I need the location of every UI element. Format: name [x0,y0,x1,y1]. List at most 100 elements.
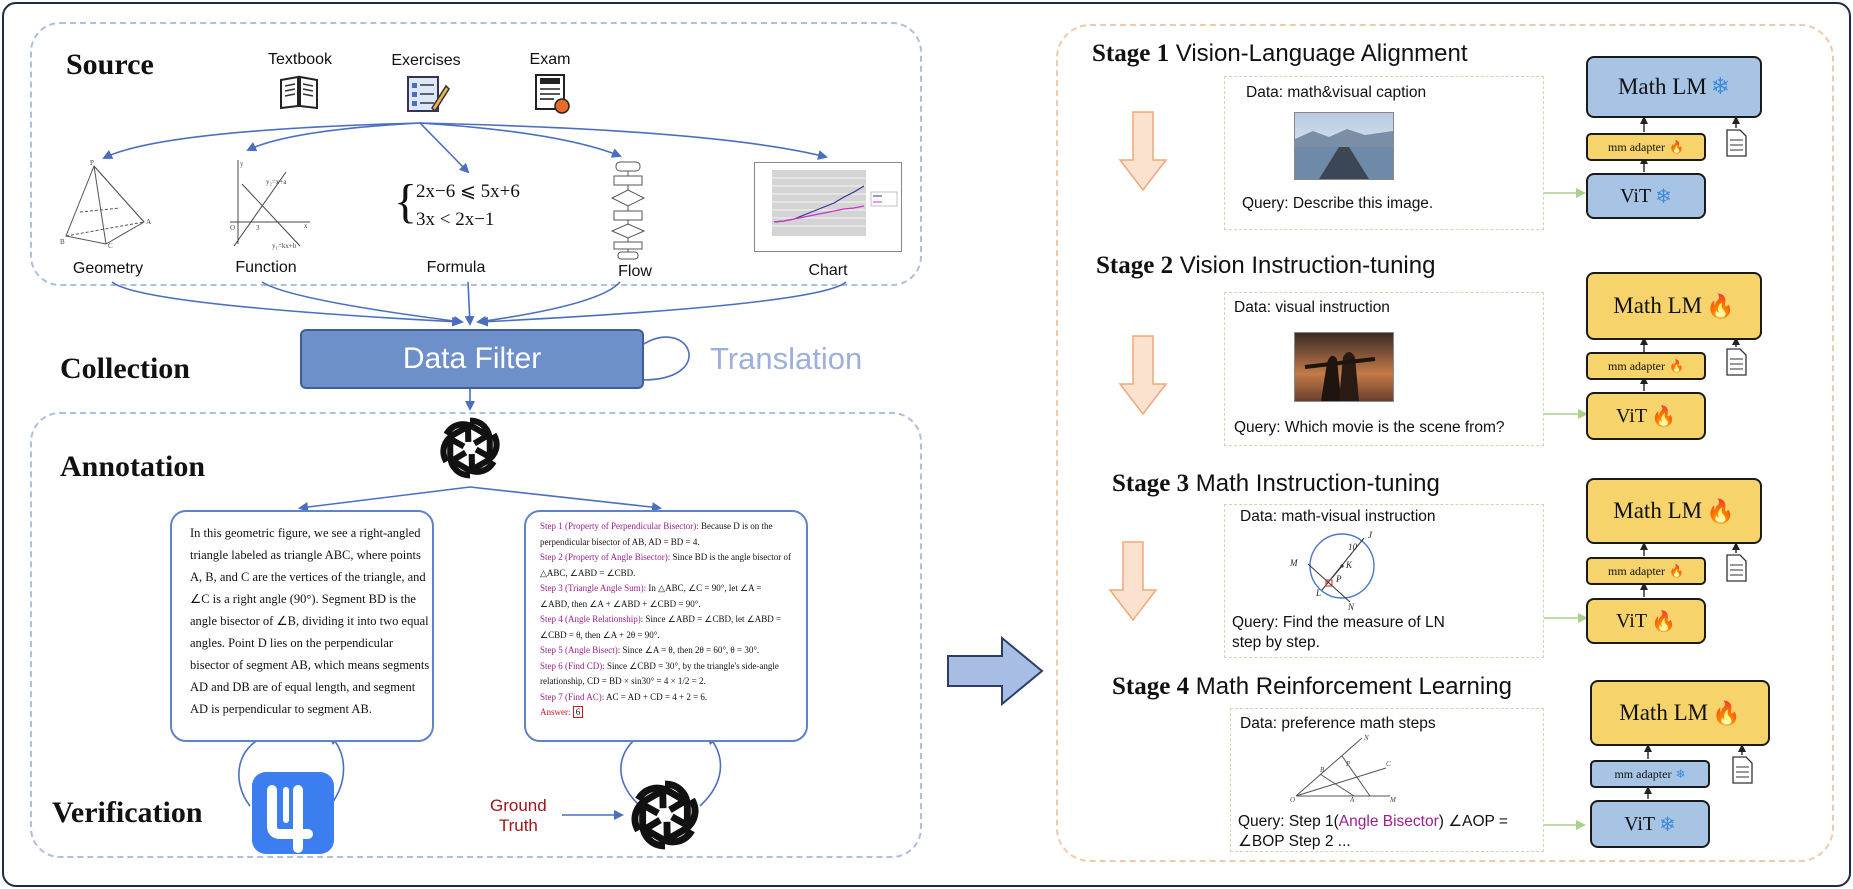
source-textbook-label: Textbook [267,51,333,68]
stage-4-data-box [1230,708,1544,852]
svg-text:O: O [230,224,235,232]
stage-1-title: Stage 1 Vision-Language Alignment [1092,40,1468,67]
stage-4-data-label: Data: preference math steps [1240,715,1436,732]
svg-text:N: N [1347,602,1355,610]
stage-4-mm-adapter: mm adapter❄ [1590,760,1710,788]
source-panel [30,22,922,286]
line-chart-icon [754,162,902,252]
stage-3-data-label: Data: math-visual instruction [1240,508,1436,525]
stage-3-math-lm: Math LM🔥 [1586,478,1762,544]
answer-line: Answer: 6 [540,705,792,721]
category-flow-label: Flow [618,263,652,280]
step-1: Step 1 (Property of Perpendicular Bisect… [540,521,773,547]
svg-text:y: y [240,160,244,168]
svg-text:P: P [1335,574,1342,584]
fire-icon: 🔥 [1706,498,1735,524]
snowflake-icon: ❄ [1675,766,1686,781]
step-4: Step 4 (Angle Relationship): Since ∠ABD … [540,614,782,640]
step-5: Step 5 (Angle Bisect): Since ∠A = θ, the… [540,645,760,655]
stage-2-math-lm: Math LM🔥 [1586,272,1762,340]
steps-annotation-box [524,510,808,742]
worksheet-icon [407,76,450,113]
translation-label: Translation [710,341,863,376]
svg-text:M: M [1389,796,1397,804]
formula-line-1: 2x−6 ⩽ 5x+6 [416,181,520,202]
steps-annotation-text: Step 1 (Property of Perpendicular Bisect… [540,519,792,721]
stage-2-title: Stage 2 Vision Instruction-tuning [1096,252,1436,279]
step-3: Step 3 (Triangle Angle Sum): In △ABC, ∠C… [540,583,762,609]
stage-4-query: Query: Step 1(Angle Bisector) ∠AOP = ∠BO… [1238,813,1508,850]
book-icon [280,75,318,110]
fire-icon: 🔥 [1669,563,1684,578]
svg-text:L: L [1315,588,1321,598]
stage-3-title: Stage 3 Math Instruction-tuning [1112,470,1440,497]
collection-title: Collection [60,352,190,385]
svg-text:C: C [1386,760,1391,768]
svg-text:A: A [146,218,151,226]
svg-text:B: B [1320,766,1325,774]
step-2: Step 2 (Property of Angle Bisector): Sin… [540,552,791,578]
formula-expression: { 2x−6 ⩽ 5x+6 3x < 2x−1 [394,175,520,234]
stage-1-vit: ViT❄ [1586,173,1706,219]
fire-icon: 🔥 [1669,139,1684,154]
movie-scene-photo [1294,332,1394,402]
stage-4-title: Stage 4 Math Reinforcement Learning [1112,673,1512,700]
exam-icon [535,74,570,114]
fire-icon: 🔥 [1651,405,1676,428]
verification-title: Verification [52,796,203,829]
stage-3-query: Query: Find the measure of LN step by st… [1232,614,1445,651]
ground-truth-label: Ground Truth [490,796,547,835]
stage-2-data-box [1224,292,1544,446]
stage-4-math-lm: Math LM🔥 [1590,680,1770,746]
svg-text:K: K [1345,560,1353,570]
svg-text:M: M [1289,558,1298,568]
stage-2-data-label: Data: visual instruction [1234,299,1390,316]
stage-2-query: Query: Which movie is the scene from? [1234,419,1505,436]
stage-1-mm-adapter: mm adapter🔥 [1586,133,1706,161]
stage-2-vit: ViT🔥 [1586,392,1706,440]
mathpix-logo-icon [252,772,334,854]
category-formula-label: Formula [426,259,486,276]
category-chart-label: Chart [808,262,848,279]
fire-icon: 🔥 [1669,358,1684,373]
formula-line-2: 3x < 2x−1 [416,209,495,230]
big-right-arrow-icon [947,636,1044,706]
snowflake-icon: ❄ [1710,74,1731,99]
step-7: Step 7 (Find AC): AC = AD + CD = 4 + 2 =… [540,691,708,702]
snowflake-icon: ❄ [1659,813,1676,836]
stage-1-data-label: Data: math&visual caption [1246,84,1427,101]
gpt-verifier-logo-icon [622,772,708,858]
function-graph-icon: y x y₂=x+a y₁=kx+b O 3 [230,160,310,250]
fire-icon: 🔥 [1712,700,1741,726]
category-function-label: Function [235,259,297,276]
svg-text:3: 3 [256,224,260,232]
svg-text:x: x [304,222,308,230]
svg-text:O: O [1290,796,1295,804]
caption-annotation-text: In this geometric figure, we see a right… [190,526,430,716]
source-title: Source [66,48,154,81]
stage-3-data-box [1224,504,1544,658]
stage-1-query: Query: Describe this image. [1242,195,1434,212]
svg-text:C: C [108,242,113,248]
stage-2-mm-adapter: mm adapter🔥 [1586,352,1706,380]
flowchart-icon [610,161,646,260]
stage-1-math-lm: Math LM❄ [1586,56,1762,118]
category-geometry-label: Geometry [72,260,144,277]
angle-bisector-highlight: Angle Bisector [1338,813,1439,830]
gpt-logo-icon [432,410,508,486]
svg-text:y₁=kx+b: y₁=kx+b [272,242,297,250]
source-exam-label: Exam [529,51,571,68]
svg-text:J: J [1368,530,1373,540]
caption-annotation-box [170,510,434,742]
svg-text:y₂=x+a: y₂=x+a [266,178,287,186]
right-connectors [1108,111,1753,830]
source-exercises-label: Exercises [391,52,461,69]
svg-text:P: P [1345,760,1351,768]
snowflake-icon: ❄ [1655,185,1672,208]
stage-4-vit: ViT❄ [1590,800,1710,848]
stage-3-mm-adapter: mm adapter🔥 [1586,557,1706,585]
svg-text:A: A [1349,796,1355,804]
